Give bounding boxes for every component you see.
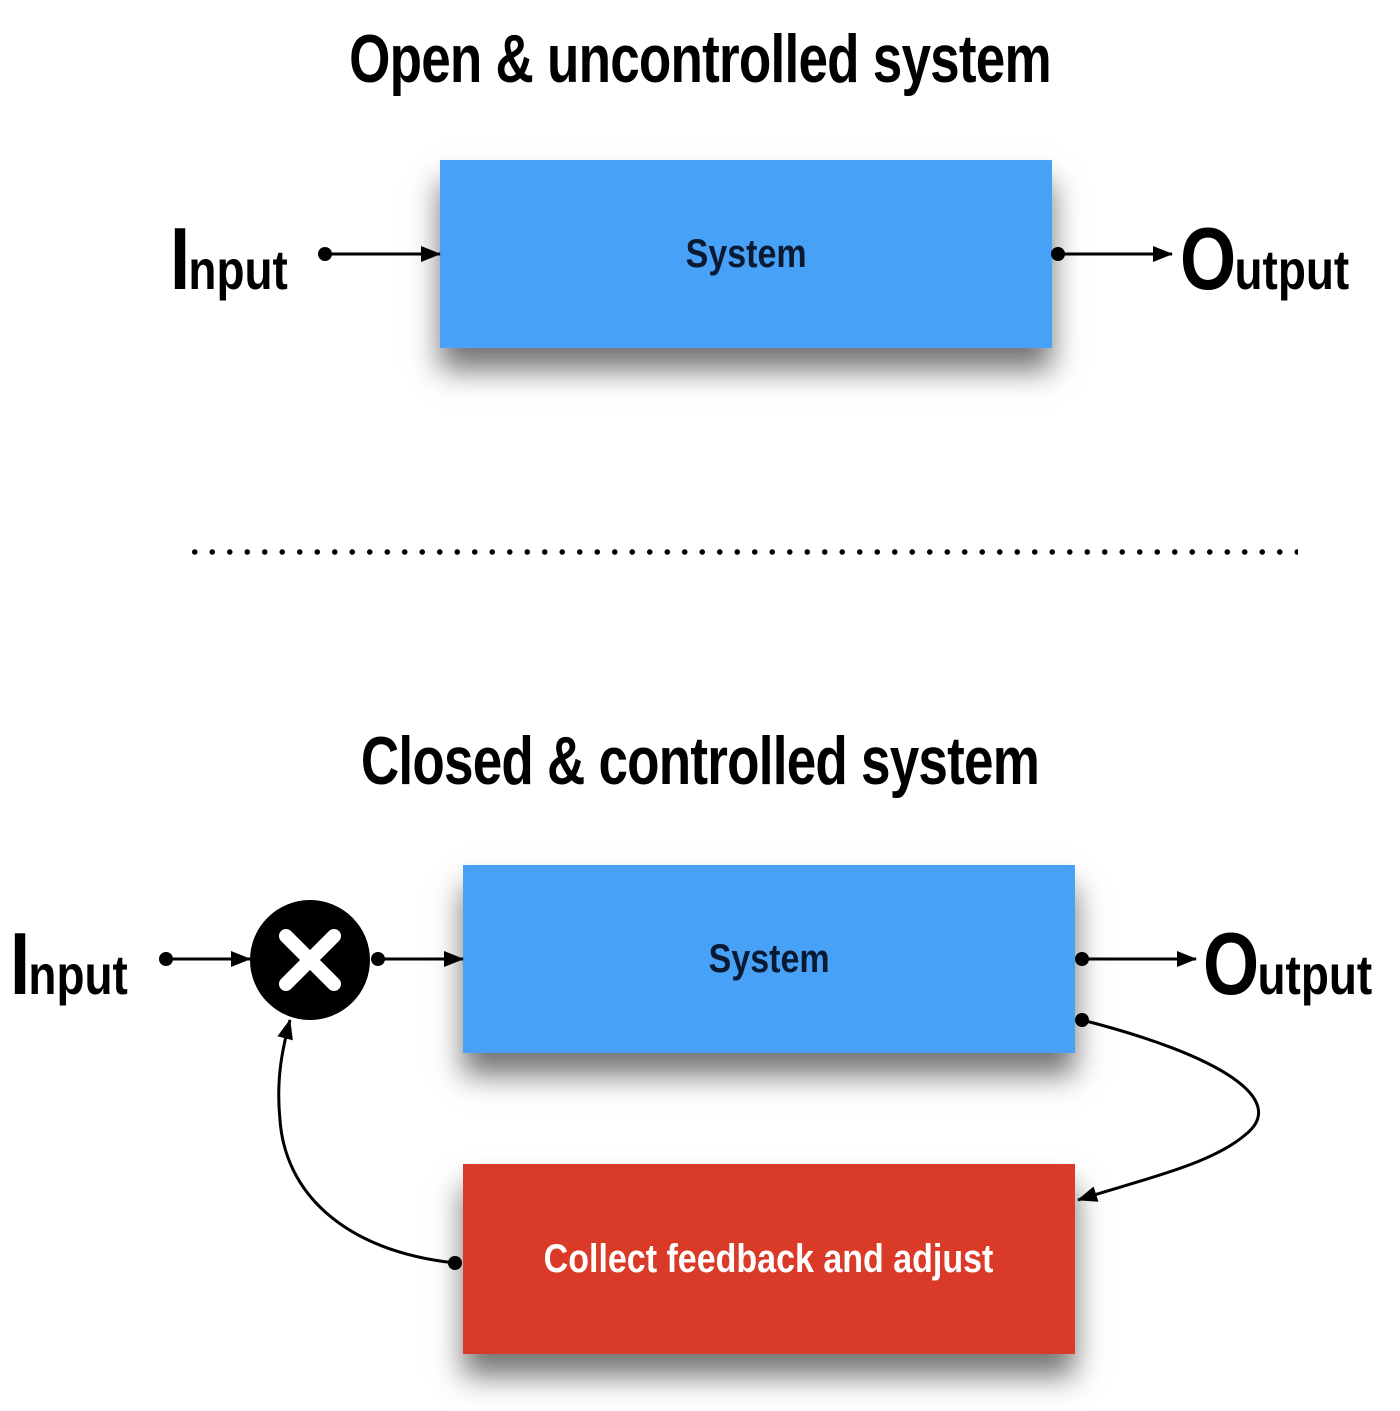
- system-to-feedback-connector: [1075, 1013, 1260, 1202]
- multiply-icon: [250, 900, 370, 1020]
- feedback-box: Collect feedback and adjust: [463, 1164, 1075, 1354]
- open-system-title: Open & uncontrolled system: [349, 21, 1052, 97]
- open-output-connector: [1051, 246, 1173, 262]
- open-input-label: Input: [170, 215, 288, 303]
- section-divider: [186, 548, 1298, 556]
- closed-system-title: Closed & controlled system: [360, 723, 1040, 799]
- closed-output-connector: [1075, 951, 1197, 967]
- closed-input-label: Input: [10, 920, 128, 1008]
- junction-to-system-connector: [371, 951, 464, 967]
- open-input-connector: [318, 246, 441, 262]
- open-output-rest: utput: [1234, 238, 1350, 301]
- closed-input-connector: [159, 951, 251, 967]
- closed-output-label: Output: [1203, 920, 1372, 1008]
- feedback-box-label: Collect feedback and adjust: [544, 1236, 994, 1281]
- open-system-box-label: System: [685, 231, 807, 276]
- closed-input-initial: I: [10, 914, 30, 1013]
- open-input-initial: I: [170, 209, 190, 308]
- open-output-initial: O: [1180, 209, 1236, 308]
- closed-system-box-label: System: [708, 936, 830, 981]
- closed-system-box: System: [463, 865, 1075, 1053]
- closed-input-rest: nput: [28, 943, 128, 1006]
- open-input-rest: nput: [188, 238, 288, 301]
- closed-output-initial: O: [1203, 914, 1259, 1013]
- open-output-label: Output: [1180, 215, 1349, 303]
- feedback-to-junction-connector: [277, 1019, 462, 1270]
- open-system-box: System: [440, 160, 1052, 348]
- closed-output-rest: utput: [1257, 943, 1373, 1006]
